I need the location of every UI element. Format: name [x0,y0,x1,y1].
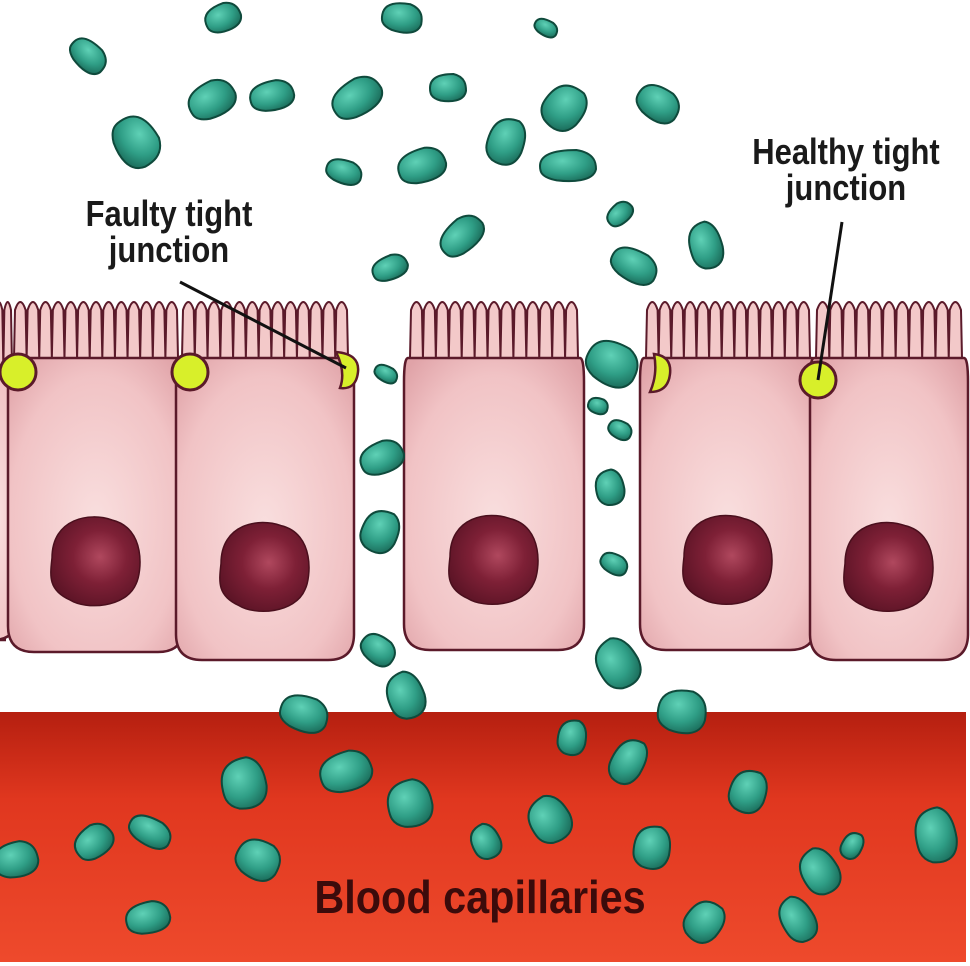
nucleus [219,521,310,612]
particle [127,814,172,850]
particle [533,17,559,39]
particles [0,1,958,944]
particle [688,220,725,270]
particle [606,200,634,228]
microvilli [815,301,963,359]
nucleus [843,521,934,612]
particle [0,840,40,879]
microvilli [409,301,579,359]
particle [331,75,384,120]
particle [187,78,237,121]
epithelial-cell [638,301,818,652]
particle [778,895,819,943]
particle [914,806,958,864]
particle [540,84,588,132]
particle [373,363,399,385]
microvilli-path [13,301,179,359]
particle [607,739,649,786]
particle [727,769,768,815]
particle [359,510,401,555]
particle [839,832,865,861]
particle [204,1,242,34]
particle [111,115,162,170]
particle [397,146,448,185]
particle [656,689,707,735]
particle [586,396,609,416]
epithelial-layer [0,301,970,662]
particle [595,637,642,690]
microvilli [13,301,179,359]
particle [428,72,468,103]
cell-body [402,356,586,652]
particle [594,468,626,506]
faulty-junction-label-line1: Faulty tight [85,193,253,234]
healthy-junction-label-line1: Healthy tight [752,131,940,172]
particle [609,246,658,286]
microvilli-path [815,301,963,359]
cell-body [174,356,356,662]
particle [371,253,409,282]
particle [439,214,485,258]
cell-body [6,356,186,654]
blood-capillaries-label: Blood capillaries [314,871,646,923]
particle [73,822,115,861]
particle [386,778,434,828]
particle [234,838,281,882]
faulty-junction-label-line2: junction [108,229,230,270]
particle [359,439,405,476]
particle [249,79,296,112]
nucleus [448,514,539,605]
particle [220,756,268,810]
particle [125,900,172,935]
particle [632,825,672,870]
particle [556,719,588,757]
epithelial-cell [808,301,970,662]
healthy-junction-leader [816,221,844,381]
tight-junction-healthy [0,352,38,392]
particle [635,84,680,125]
tight-junctions [0,350,838,400]
microvilli-path [409,301,579,359]
tight-junction-faulty [333,350,360,390]
microvilli [181,301,349,359]
particle [278,694,329,734]
healthy-junction-label: Healthy tight junction [726,134,967,206]
particle [599,551,629,577]
particle [68,37,107,75]
particle [325,158,363,186]
particle [538,148,598,183]
tight-junction-faulty [648,352,672,394]
particle [385,670,427,720]
microvilli [645,301,811,359]
particle [359,633,396,668]
particle [527,794,573,844]
faulty-junction-label: Faulty tight junction [44,196,293,268]
particle [682,900,726,944]
tight-junction-healthy [170,352,210,392]
particle [319,749,374,794]
particle [485,118,527,166]
particle [380,2,423,34]
epithelial-cell [402,301,586,652]
cell-body [638,356,818,652]
microvilli-path [181,301,349,359]
cell-body [808,356,970,662]
particle [607,419,633,442]
particle [584,340,639,389]
nucleus [682,514,773,605]
healthy-junction-label-line2: junction [785,167,907,208]
microvilli-path [645,301,811,359]
nucleus [50,516,141,607]
microvilli-path [0,301,13,367]
particle [469,822,503,861]
particle [799,847,842,896]
epithelial-cell [174,301,356,662]
microvilli [0,301,13,367]
faulty-junction-leader [179,280,347,370]
epithelial-cell [6,301,186,654]
